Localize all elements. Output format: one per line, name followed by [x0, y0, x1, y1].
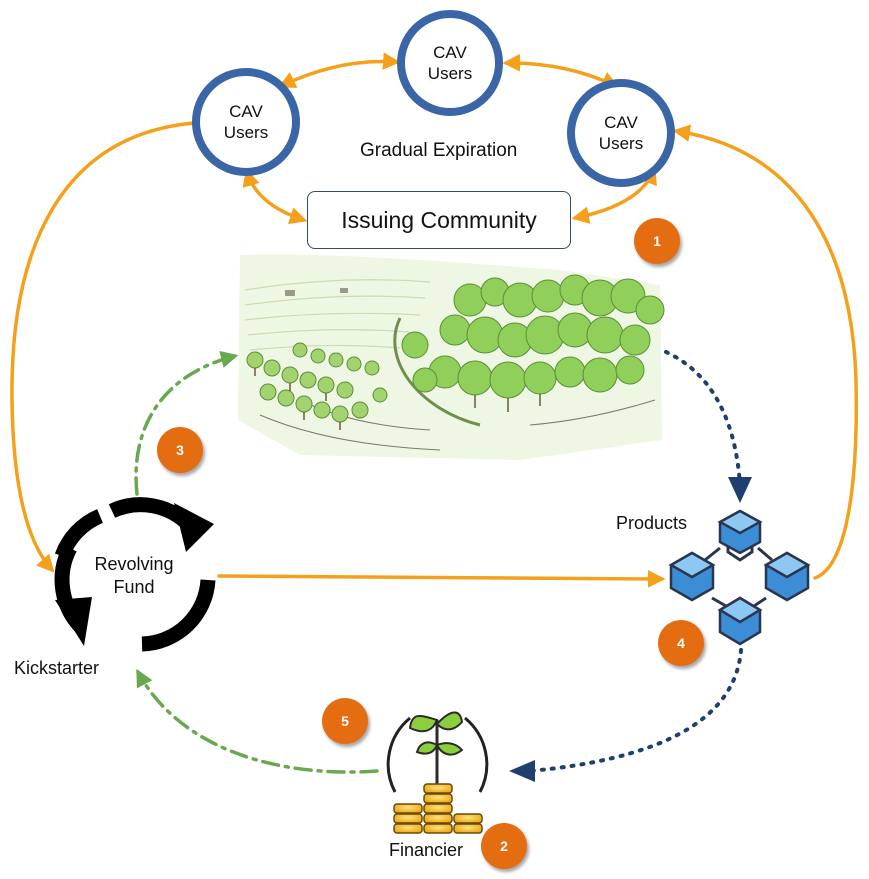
revolving-fund-label: Revolving Fund: [84, 553, 184, 599]
cav-users-right-line1: CAV: [604, 113, 638, 132]
gradual-expiration-label: Gradual Expiration: [360, 140, 518, 161]
green-flows: [134, 350, 379, 774]
arrowhead-products: [728, 477, 752, 503]
orange-flows: [10, 52, 859, 588]
arrow-fund-to-products: [217, 570, 666, 588]
kickstarter-label: Kickstarter: [14, 658, 100, 678]
step-badge-5: 5: [322, 698, 368, 744]
arrow-financier-to-kickstarter: [136, 668, 379, 774]
cav-users-top-circle: [397, 10, 503, 116]
arrow-top-left-users: [277, 52, 401, 88]
arrow-landscape-to-products: [664, 350, 742, 487]
landscape-illustration: [238, 254, 665, 460]
step-badge-3: 3: [157, 427, 203, 473]
cav-users-left-circle: [192, 68, 300, 176]
revolving-fund-line2: Fund: [113, 577, 155, 597]
step-badge-2: 2: [481, 823, 527, 869]
arrow-top-right-users: [502, 54, 620, 88]
arrowhead-financier: [509, 760, 535, 782]
revolving-fund-line1: Revolving: [94, 554, 174, 574]
cav-users-right-line2: Users: [598, 134, 644, 153]
issuing-community-box: Issuing Community: [307, 191, 571, 249]
products-cubes-icon: [668, 509, 811, 646]
arrow-fund-to-landscape: [134, 350, 239, 496]
step-badge-4: 4: [658, 620, 704, 666]
step-badge-1: 1: [634, 218, 680, 264]
products-label: Products: [616, 513, 688, 533]
cav-users-left-line1: CAV: [229, 102, 263, 121]
financier-plant-coins-icon: [386, 711, 489, 834]
arrow-products-to-financier: [528, 648, 743, 773]
cav-users-right-label: CAV Users: [581, 112, 661, 154]
cav-users-left-line2: Users: [223, 123, 269, 142]
cav-users-left-label: CAV Users: [206, 101, 286, 143]
cav-users-circles: [192, 10, 675, 187]
cav-users-top-line1: CAV: [433, 43, 467, 62]
arrow-products-to-users: [672, 124, 859, 580]
arrow-users-to-fund: [10, 121, 196, 573]
navy-flows: [528, 350, 743, 773]
revolving-fund-cycle-icon: [54, 497, 216, 652]
arrow-left-users-community: [242, 168, 308, 225]
cav-users-top-line2: Users: [427, 64, 473, 83]
cav-users-top-label: CAV Users: [410, 42, 490, 84]
financier-label: Financier: [389, 840, 464, 860]
cav-users-right-circle: [567, 79, 675, 187]
